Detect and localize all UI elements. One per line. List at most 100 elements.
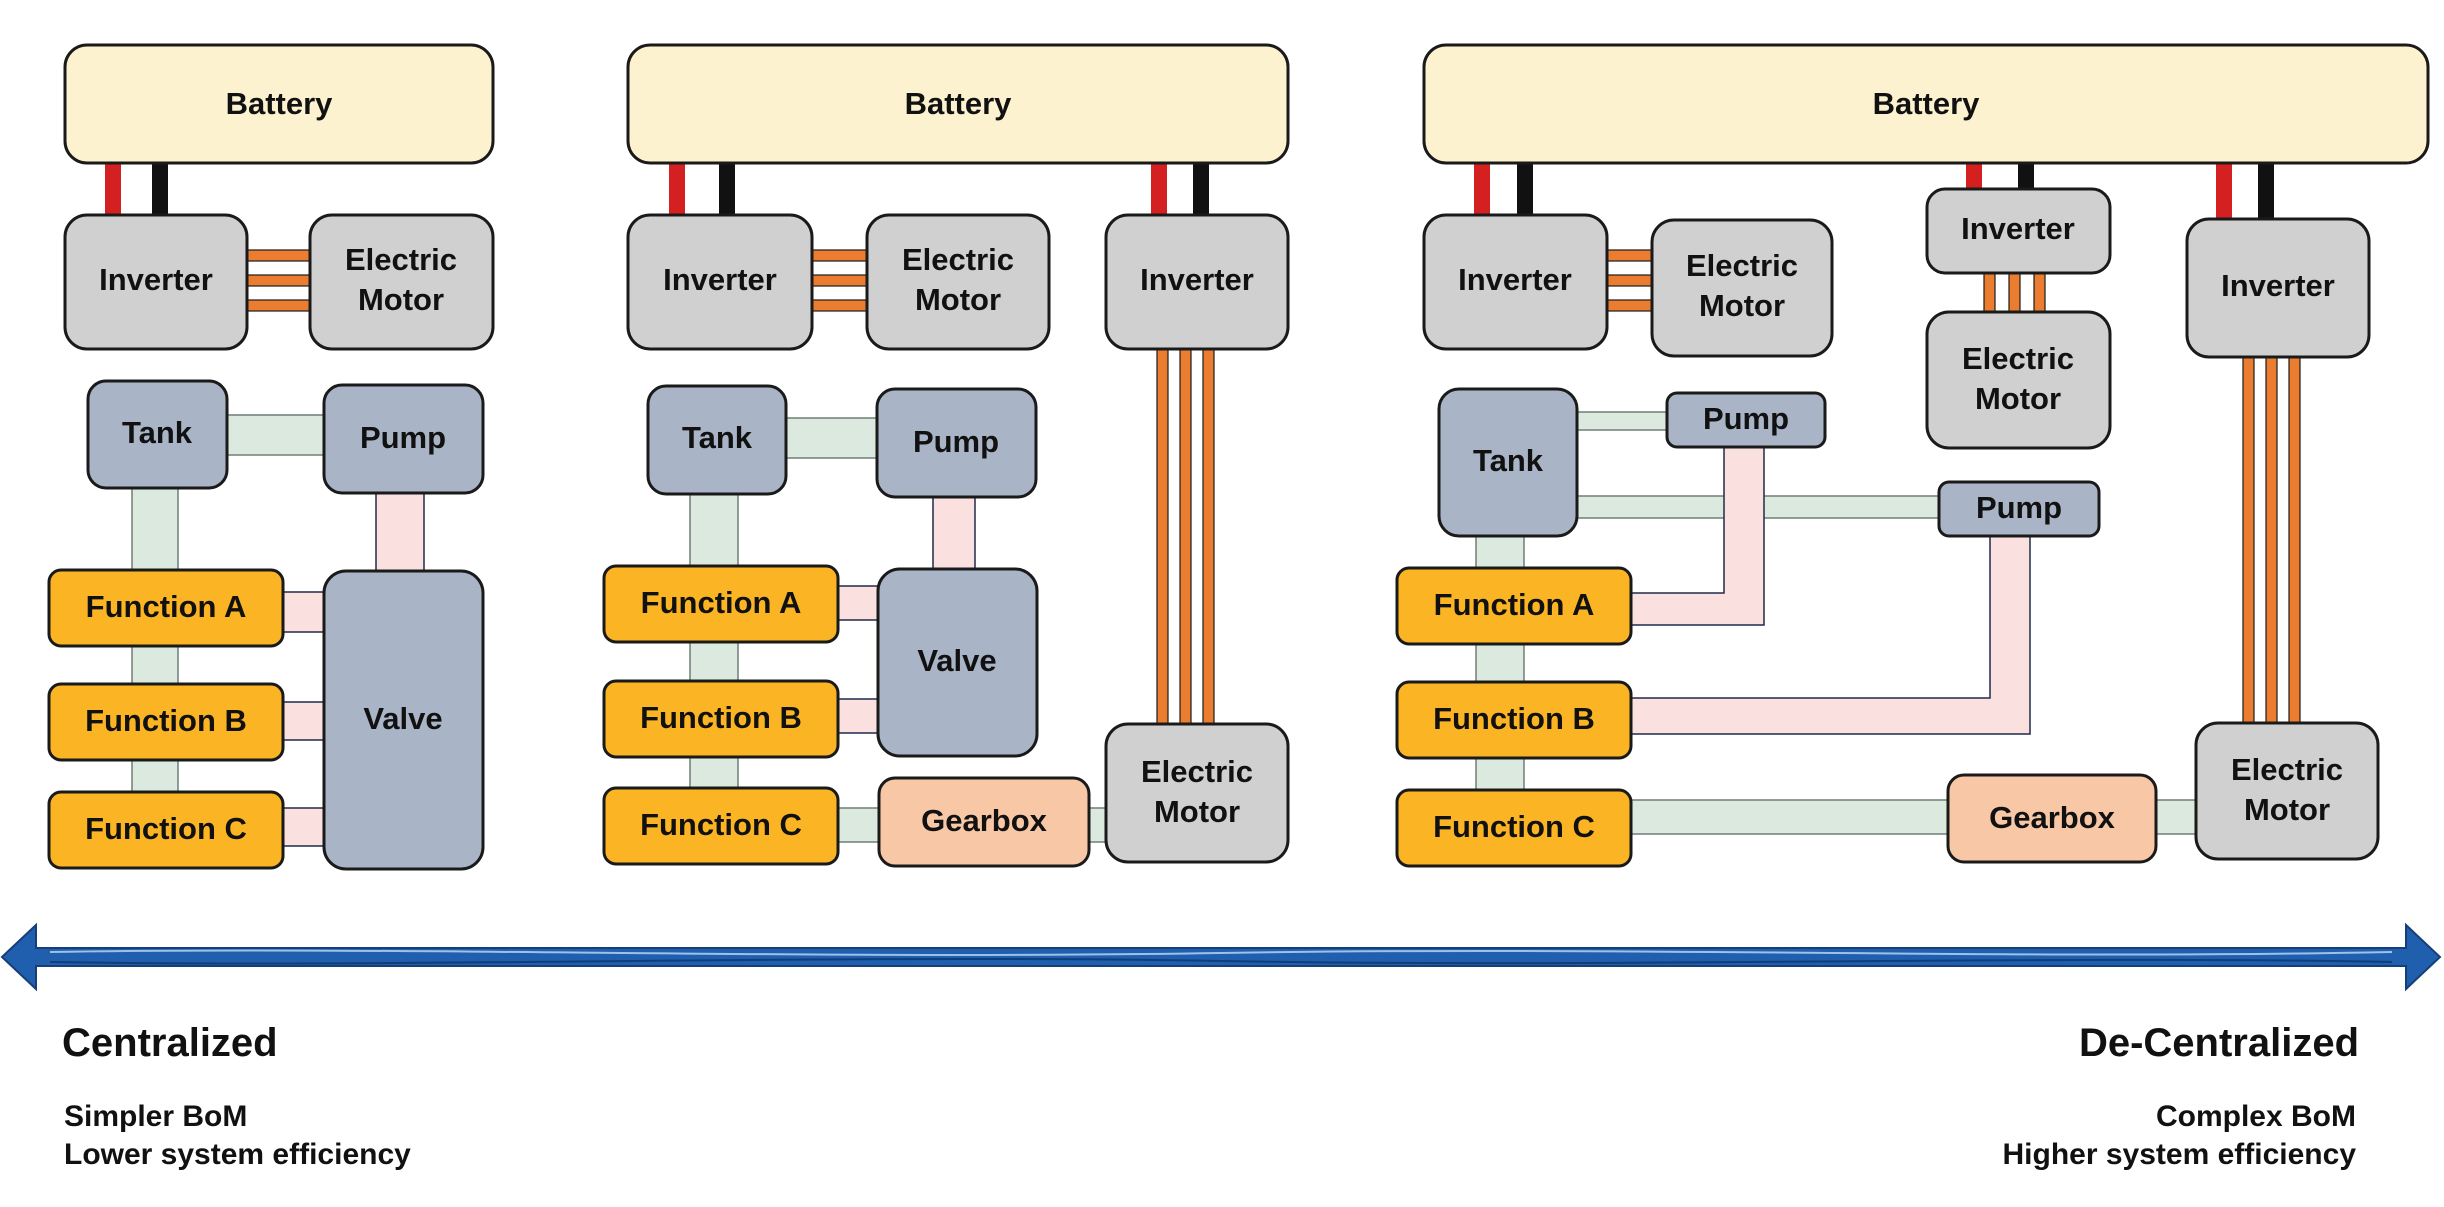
- electric-motor-mid-box: [1925, 310, 2112, 450]
- tube-pump-b-function-b: [1629, 535, 2031, 735]
- electric-motor-box: [1650, 218, 1834, 358]
- tank-box: [646, 384, 788, 496]
- tube-tank-pump: [225, 414, 325, 456]
- inverter-mid-label: Inverter: [1961, 211, 2075, 246]
- ac-cable-bundle: [246, 249, 312, 312]
- function-b-label: Function B: [85, 703, 247, 738]
- dc-negative-cable-mid: [2018, 162, 2034, 189]
- tube-valve-function-c: [281, 807, 325, 847]
- function-c-box: [1395, 788, 1633, 868]
- tube-valve-function-a: [281, 591, 325, 633]
- valve-box: [322, 569, 485, 871]
- dc-negative-cable: [152, 162, 168, 217]
- inverter-right-box: [2185, 217, 2371, 359]
- tube-tank-pump-a: [1576, 411, 1668, 431]
- inverter-mid-box: [1925, 187, 2112, 275]
- pump-a-label: Pump: [1703, 401, 1789, 436]
- diagram-decentralized: Battery Inverter Electric Motor Inverter…: [1395, 43, 2430, 868]
- valve-label: Valve: [363, 701, 442, 736]
- function-c-label: Function C: [640, 807, 802, 842]
- gearbox-label: Gearbox: [1989, 800, 2116, 835]
- tube-tank-pump: [784, 417, 879, 459]
- shaft-function-c-gearbox: [836, 807, 881, 843]
- function-a-box: [602, 564, 840, 644]
- dc-negative-cable: [1517, 162, 1533, 217]
- electric-motor-right-label-line1: Electric: [2231, 752, 2343, 787]
- inverter-box: [626, 213, 814, 351]
- electric-motor-label-line1: Electric: [1686, 248, 1798, 283]
- dc-negative-cable: [719, 162, 735, 217]
- ac-cable-bundle: [811, 249, 869, 312]
- inverter-label: Inverter: [1458, 262, 1572, 297]
- tube-pump-a-function-a: [1629, 446, 1765, 626]
- dc-negative-cable-right: [2258, 162, 2274, 219]
- electric-motor-box: [865, 213, 1051, 351]
- dc-positive-cable: [1474, 162, 1490, 217]
- centralized-title: Centralized: [62, 1021, 278, 1065]
- inverter-box: [1422, 213, 1609, 351]
- inverter-2-label: Inverter: [1140, 262, 1254, 297]
- pump-a-box: [1665, 391, 1827, 449]
- electric-motor-label-line1: Electric: [902, 242, 1014, 277]
- decentralized-line-1: Complex BoM: [2155, 1100, 2356, 1133]
- battery-box: [63, 43, 495, 165]
- inverter-right-label: Inverter: [2221, 268, 2335, 303]
- tank-box: [86, 379, 229, 490]
- ac-cable-bundle: [1606, 249, 1654, 312]
- pump-label: Pump: [360, 420, 446, 455]
- valve-box: [876, 567, 1039, 758]
- battery-label: Battery: [905, 86, 1013, 121]
- dc-positive-cable-mid: [1966, 162, 1982, 189]
- electric-motor-2-box: [1104, 722, 1290, 864]
- gearbox-box: [1946, 773, 2158, 864]
- electric-motor-right-label-line2: Motor: [2244, 792, 2330, 827]
- pump-box: [322, 383, 485, 495]
- function-b-label: Function B: [640, 700, 802, 735]
- centralized-line-1: Simpler BoM: [64, 1100, 248, 1133]
- ac-cable-bundle-right: [2242, 356, 2301, 724]
- function-b-label: Function B: [1433, 701, 1595, 736]
- inverter-2-box: [1104, 213, 1290, 351]
- function-a-label: Function A: [1434, 587, 1595, 622]
- inverter-label: Inverter: [663, 262, 777, 297]
- ac-cable-bundle-long: [1156, 348, 1215, 726]
- pump-box: [875, 387, 1038, 499]
- tube-pump-valve: [932, 496, 976, 571]
- battery-box: [626, 43, 1290, 165]
- function-a-label: Function A: [86, 589, 247, 624]
- electric-motor-label-line2: Motor: [915, 282, 1001, 317]
- tube-tank-functions: [131, 487, 179, 834]
- electric-motor-right-box: [2194, 721, 2380, 861]
- battery-box: [1422, 43, 2430, 165]
- inverter-box: [63, 213, 249, 351]
- electric-motor-mid-label-line2: Motor: [1975, 381, 2061, 416]
- electric-motor-label-line2: Motor: [358, 282, 444, 317]
- inverter-label: Inverter: [99, 262, 213, 297]
- function-c-box: [602, 786, 840, 866]
- shaft-gearbox-motor: [2155, 799, 2197, 835]
- tube-pump-valve: [375, 492, 425, 572]
- tank-label: Tank: [682, 420, 753, 455]
- pump-b-label: Pump: [1976, 490, 2062, 525]
- tube-valve-function-a: [836, 585, 881, 621]
- dc-positive-cable: [669, 162, 685, 217]
- function-c-box: [47, 790, 285, 870]
- dc-positive-cable-2: [1151, 162, 1167, 217]
- electric-motor-mid-label-line1: Electric: [1962, 341, 2074, 376]
- decentralized-line-2: Higher system efficiency: [2002, 1138, 2356, 1171]
- function-b-box: [47, 682, 285, 762]
- ac-cable-bundle-mid: [1983, 272, 2046, 314]
- centralized-line-2: Lower system efficiency: [64, 1138, 411, 1171]
- tube-valve-function-b: [836, 698, 881, 734]
- centralization-scale-arrow: [0, 922, 2442, 992]
- tank-box: [1437, 387, 1579, 538]
- function-b-box: [602, 679, 840, 759]
- electric-motor-box: [308, 213, 495, 351]
- tube-valve-function-b: [281, 701, 325, 741]
- function-a-box: [1395, 566, 1633, 646]
- electric-motor-label-line2: Motor: [1699, 288, 1785, 323]
- function-a-label: Function A: [641, 585, 802, 620]
- shaft-function-c-gearbox: [1629, 799, 1949, 835]
- battery-label: Battery: [226, 86, 334, 121]
